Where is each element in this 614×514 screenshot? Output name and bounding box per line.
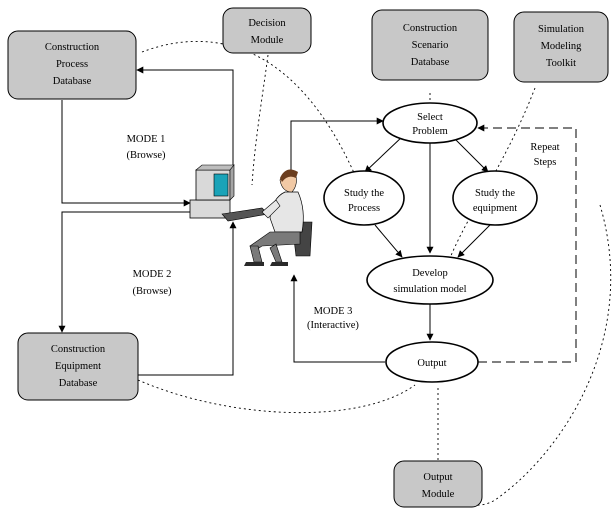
svg-text:Scenario: Scenario — [412, 40, 449, 51]
process-database-box: Construction Process Database — [7, 30, 137, 100]
svg-text:Construction: Construction — [403, 23, 458, 34]
computer-workstation-icon — [189, 164, 269, 222]
svg-text:Output: Output — [423, 472, 452, 483]
svg-text:Modeling: Modeling — [541, 41, 583, 52]
svg-text:Database: Database — [59, 378, 98, 389]
output-node: Output — [385, 341, 479, 383]
svg-text:Module: Module — [251, 35, 284, 46]
mode-2-label: MODE 2 (Browse) — [132, 269, 172, 297]
mode-1-label: MODE 1 (Browse) — [126, 134, 166, 161]
svg-text:(Browse): (Browse) — [132, 286, 172, 297]
svg-text:Equipment: Equipment — [55, 361, 101, 372]
select-problem-node: Select Problem — [382, 102, 478, 144]
svg-text:equipment: equipment — [473, 203, 517, 214]
decision-module-box: Decision Module — [222, 7, 312, 54]
develop-model-node: Develop simulation model — [366, 255, 494, 305]
svg-text:Output: Output — [417, 358, 446, 369]
svg-text:Toolkit: Toolkit — [546, 58, 576, 69]
svg-text:Repeat: Repeat — [530, 142, 559, 153]
svg-text:simulation model: simulation model — [393, 284, 466, 295]
svg-text:Process: Process — [56, 59, 88, 70]
svg-text:Module: Module — [422, 489, 455, 500]
svg-text:Select: Select — [417, 112, 443, 123]
svg-text:MODE 3: MODE 3 — [314, 306, 353, 317]
repeat-loop — [477, 124, 577, 363]
equipment-database-box: Construction Equipment Database — [17, 332, 139, 401]
svg-text:Simulation: Simulation — [538, 24, 585, 35]
svg-text:Study the: Study the — [344, 188, 384, 199]
svg-text:Construction: Construction — [45, 42, 100, 53]
solid-connectors — [58, 66, 491, 376]
svg-text:Database: Database — [53, 76, 92, 87]
study-process-node: Study the Process — [323, 170, 405, 226]
svg-text:Develop: Develop — [412, 268, 448, 279]
svg-text:Database: Database — [411, 57, 450, 68]
scenario-database-box: Construction Scenario Database — [371, 9, 489, 81]
svg-text:Construction: Construction — [51, 344, 106, 355]
repeat-steps-label: Repeat Steps — [530, 142, 559, 168]
svg-text:Decision: Decision — [248, 18, 286, 29]
mode-3-label: MODE 3 (Interactive) — [307, 306, 359, 331]
svg-text:Study the: Study the — [475, 188, 515, 199]
svg-text:Steps: Steps — [534, 157, 557, 168]
output-module-box: Output Module — [393, 460, 483, 508]
svg-text:MODE 2: MODE 2 — [133, 269, 172, 280]
svg-text:Process: Process — [348, 203, 380, 214]
svg-text:Problem: Problem — [412, 126, 448, 137]
svg-text:(Browse): (Browse) — [126, 150, 166, 161]
svg-text:MODE 1: MODE 1 — [127, 134, 166, 145]
simulation-toolkit-box: Simulation Modeling Toolkit — [513, 11, 609, 83]
person-at-computer-icon — [244, 169, 313, 266]
study-equipment-node: Study the equipment — [452, 170, 538, 226]
svg-text:(Interactive): (Interactive) — [307, 320, 359, 331]
